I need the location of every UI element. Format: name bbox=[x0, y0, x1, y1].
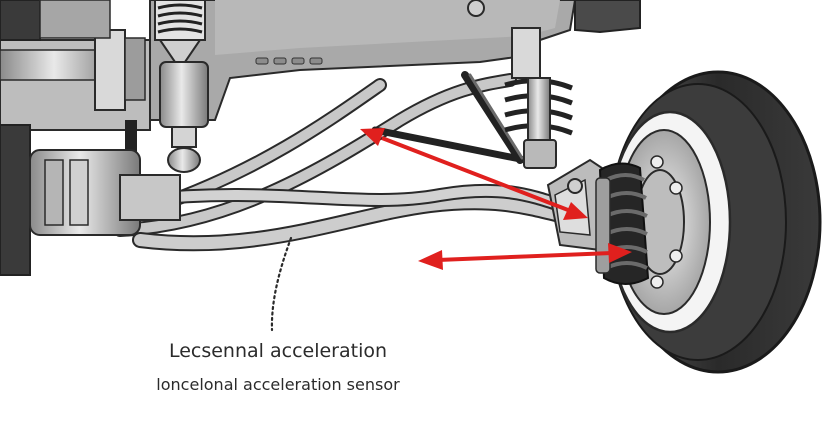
caption-primary: Lecsennal acceleration bbox=[168, 340, 388, 362]
caption-secondary: loncelonal acceleration sensor bbox=[156, 375, 400, 394]
cv-boot bbox=[595, 162, 650, 285]
outer-shock bbox=[504, 27, 573, 169]
chassis-body bbox=[149, 0, 641, 121]
control-arm bbox=[371, 71, 529, 164]
double-headed-arrow-icon bbox=[360, 128, 588, 220]
axle-joint bbox=[29, 149, 181, 236]
inner-shock bbox=[154, 0, 209, 173]
leader-dotted-line bbox=[270, 236, 293, 332]
double-headed-arrow-icon bbox=[418, 243, 632, 270]
left-mechanism bbox=[0, 0, 151, 276]
